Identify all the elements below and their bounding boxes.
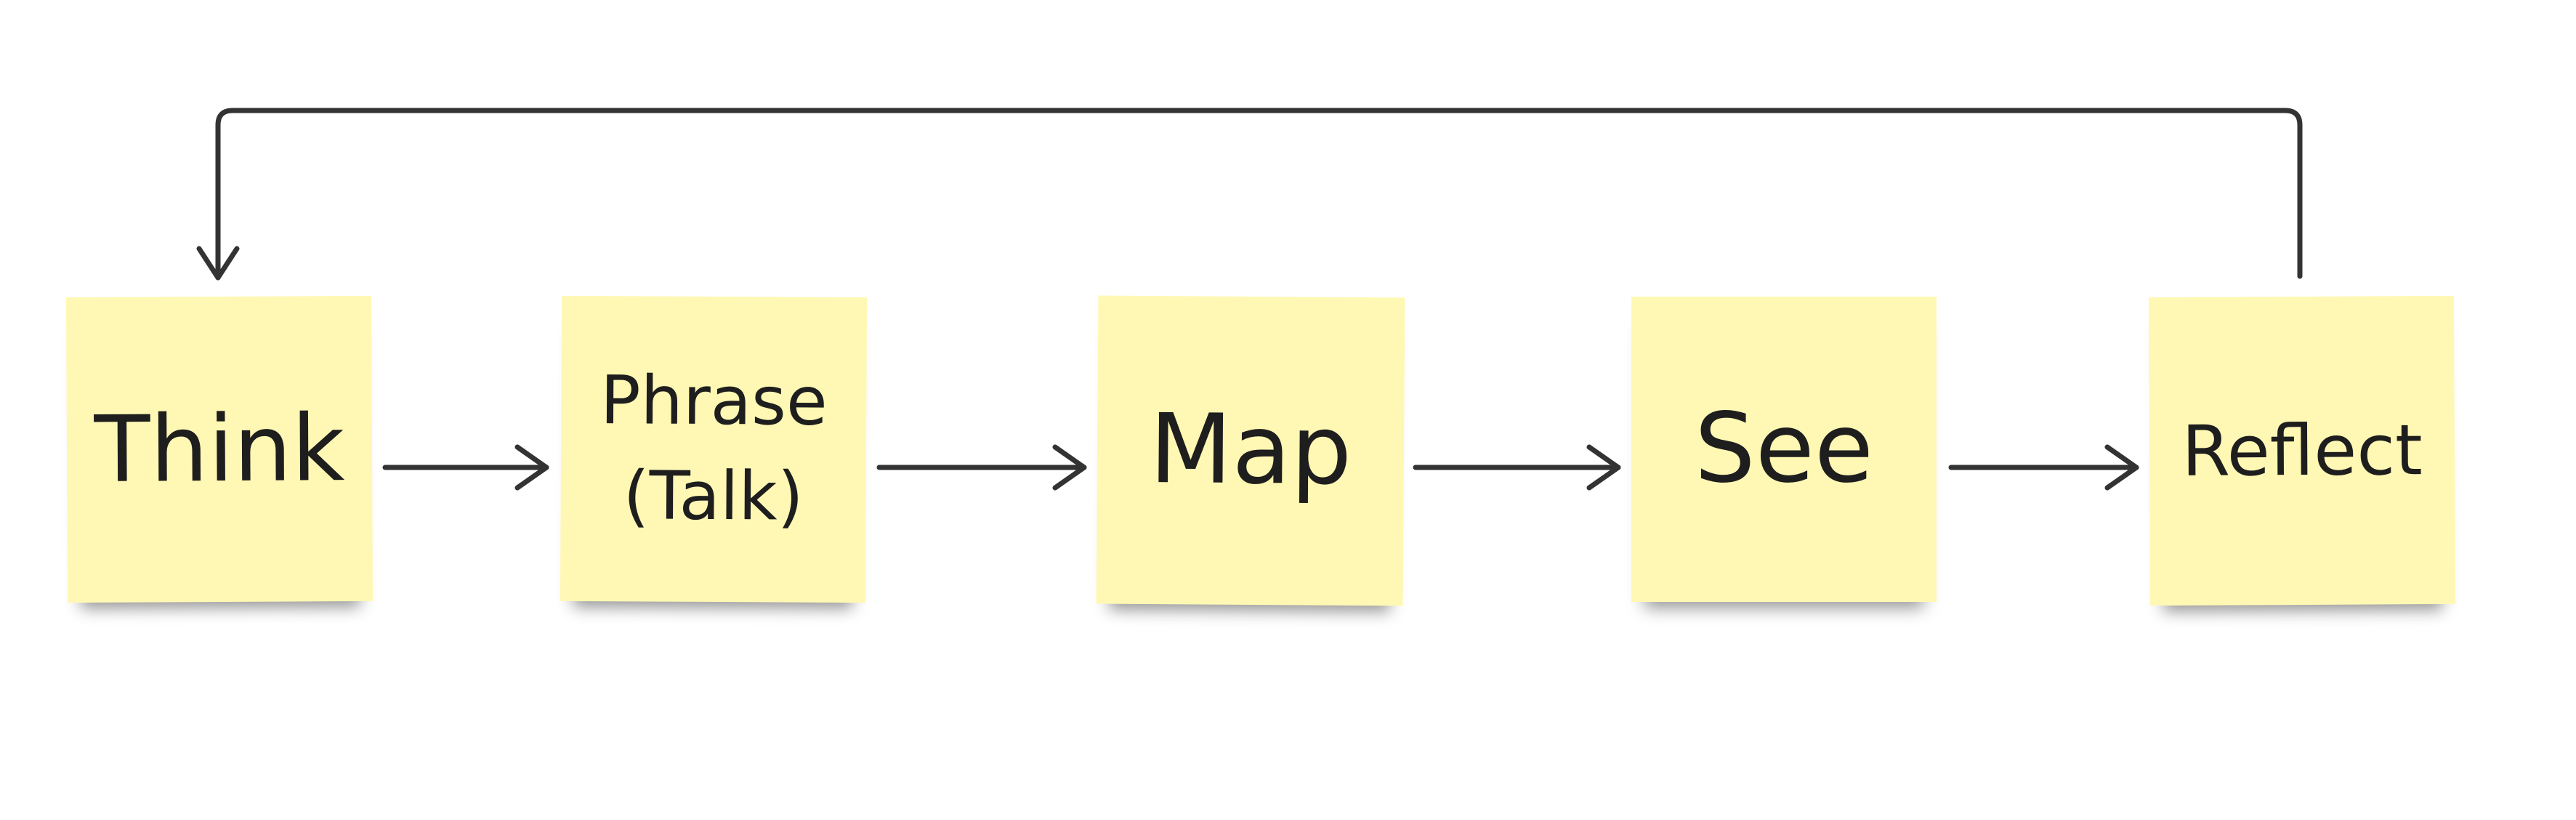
sticky-note-label: Think [94, 394, 345, 503]
sticky-note-think[interactable]: Think [65, 295, 374, 603]
sticky-note-reflect[interactable]: Reflect [2148, 295, 2456, 606]
edge-phrase-to-map[interactable] [876, 444, 1087, 491]
edge-see-to-reflect[interactable] [1948, 444, 2139, 491]
sticky-note-label: Reflect [2181, 409, 2423, 492]
sticky-note-label: See [1694, 393, 1874, 505]
edge-reflect-to-think[interactable] [196, 108, 2303, 281]
sticky-note-label: Phrase (Talk) [599, 361, 828, 536]
edge-think-to-phrase[interactable] [382, 444, 549, 491]
sticky-note-see[interactable]: See [1631, 297, 1937, 602]
sticky-note-phrase[interactable]: Phrase (Talk) [560, 295, 868, 603]
sticky-note-map[interactable]: Map [1096, 295, 1405, 606]
edge-map-to-see[interactable] [1413, 444, 1621, 491]
sticky-note-label: Map [1149, 393, 1352, 507]
